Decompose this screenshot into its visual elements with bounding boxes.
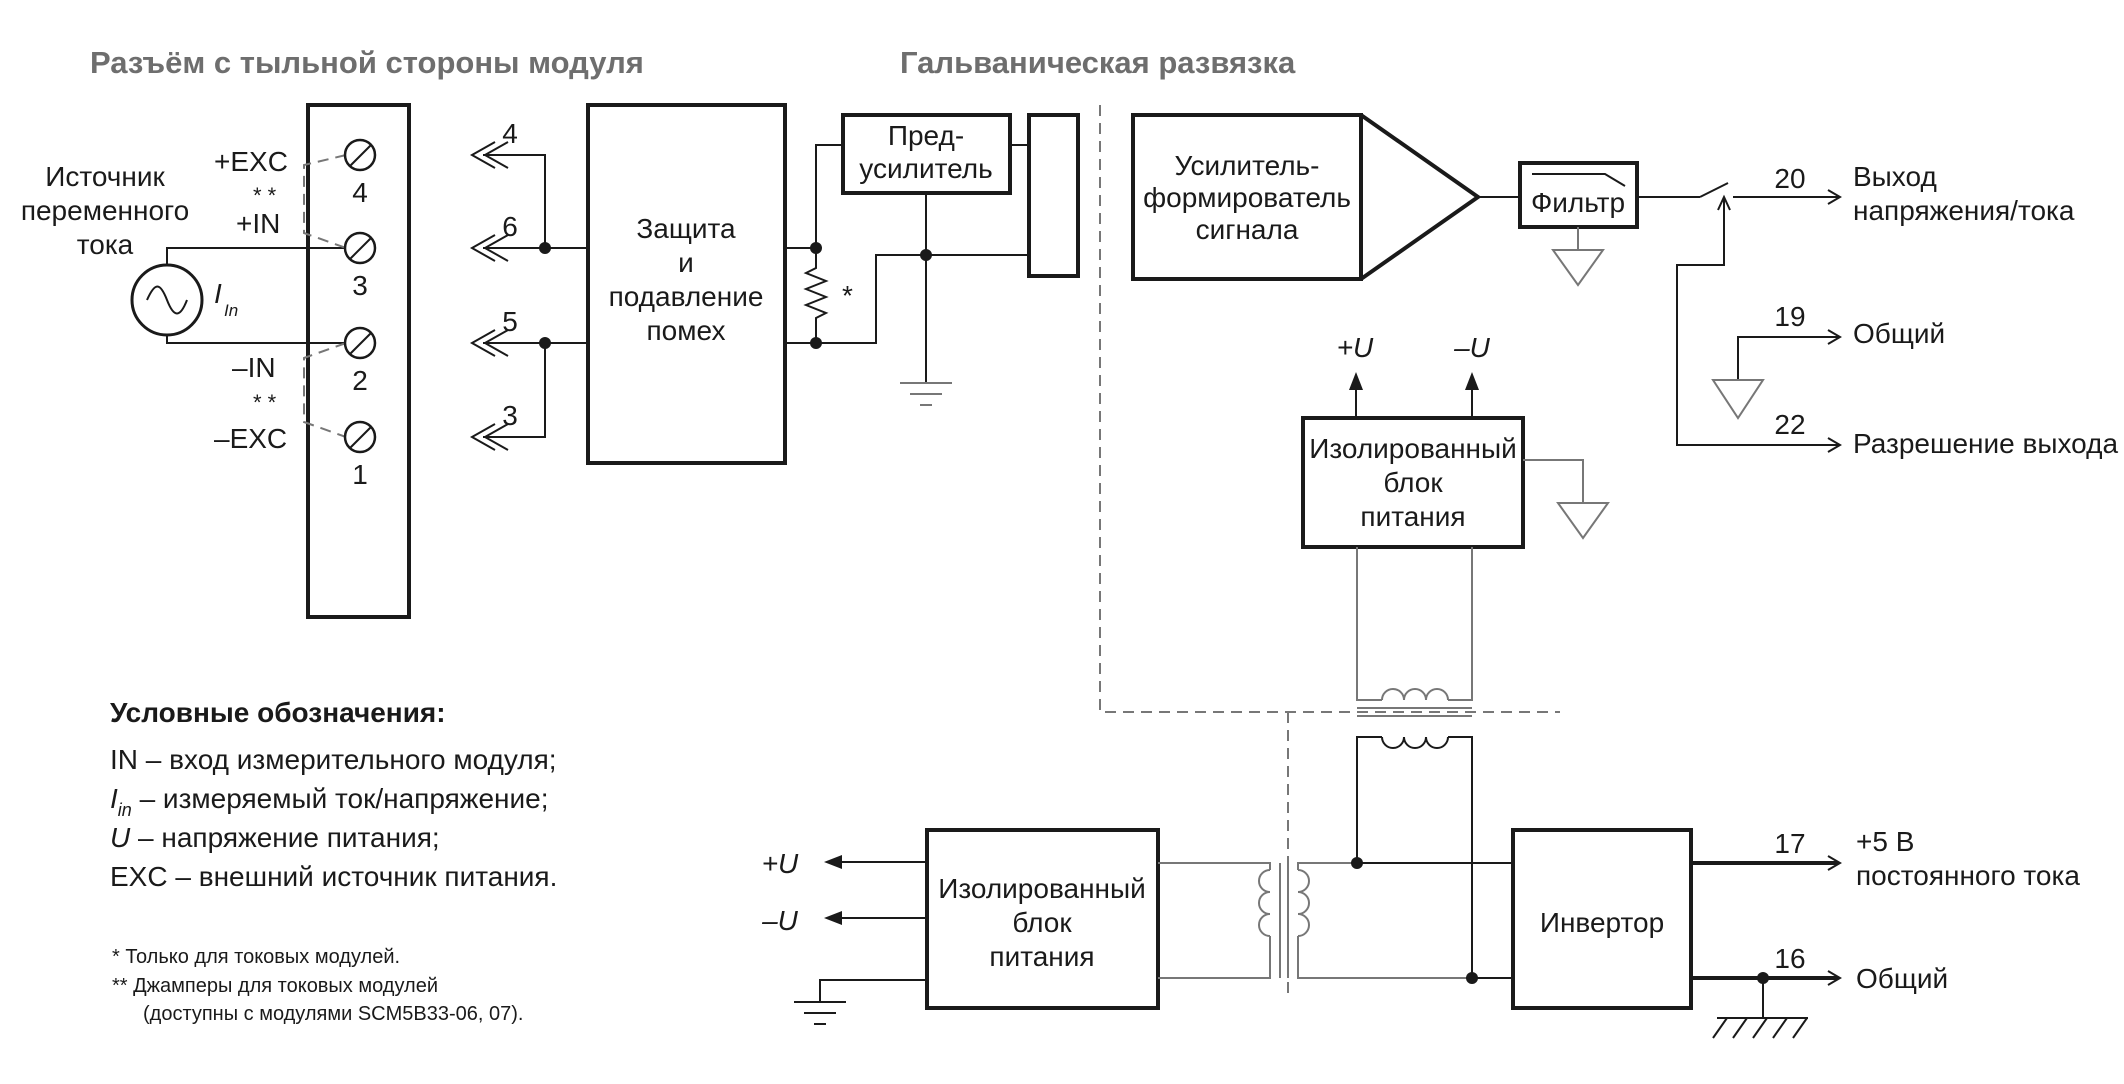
legend-line-1: IN – вход измерительного модуля; (110, 744, 557, 775)
supply-plus-u-bottom: +U (762, 848, 799, 879)
svg-text:20: 20 (1774, 163, 1805, 194)
inverter-block (1511, 828, 1693, 1010)
note-1: * Только для токовых модулей. (112, 946, 400, 968)
note-3: (доступны с модулями SCM5B33-06, 07). (143, 1003, 523, 1025)
ground-icon (1556, 502, 1610, 540)
plug-4: 4 (469, 118, 546, 248)
svg-text:Инвертор: Инвертор (1540, 907, 1664, 938)
svg-text:6: 6 (502, 211, 518, 242)
source-label-1: Источник (45, 161, 165, 192)
output-19-label: Общий (1853, 318, 1945, 349)
label-in-plus: +IN (236, 208, 280, 239)
svg-text:3: 3 (502, 400, 518, 431)
svg-text:помех: помех (647, 315, 726, 346)
svg-text:Фильтр: Фильтр (1531, 187, 1625, 218)
svg-text:Защита: Защита (636, 213, 736, 244)
legend-title: Условные обозначения: (110, 697, 446, 728)
output-20-label-2: напряжения/тока (1853, 195, 2075, 226)
svg-text:3: 3 (352, 270, 368, 301)
header-connector: Разъём с тыльной стороны модуля (90, 45, 644, 80)
sine-icon (146, 285, 188, 315)
jumper-top (303, 154, 347, 249)
label-exc-minus: –EXC (214, 423, 287, 454)
svg-text:усилитель: усилитель (859, 153, 992, 184)
output-switch-icon (1699, 182, 1729, 198)
ground-icon (900, 382, 952, 406)
header-isolation: Гальваническая развязка (900, 45, 1296, 80)
source-label-3: тока (77, 229, 134, 260)
plug-5: 5 (469, 306, 588, 357)
svg-text:формирователь: формирователь (1143, 182, 1351, 213)
terminal-4: 4 (343, 138, 377, 208)
transformer-coil-left (1258, 869, 1271, 937)
svg-text:1: 1 (352, 459, 368, 490)
svg-text:сигнала: сигнала (1196, 214, 1299, 245)
legend-line-3: U – напряжение питания; (110, 822, 440, 853)
svg-text:блок: блок (1012, 907, 1072, 938)
supply-plus-u-top: +U (1337, 332, 1374, 363)
svg-text:Изолированный: Изолированный (1309, 433, 1517, 464)
supply-minus-u-bottom: –U (761, 905, 799, 936)
svg-text:питания: питания (1360, 501, 1465, 532)
terminal-1: 1 (343, 420, 377, 490)
svg-text:Пред-: Пред- (888, 120, 964, 151)
svg-text:19: 19 (1774, 301, 1805, 332)
svg-text:Усилитель-: Усилитель- (1175, 150, 1320, 181)
supply-minus-u-top: –U (1453, 332, 1491, 363)
ground-icon (794, 1001, 846, 1025)
label-in-minus: –IN (232, 352, 276, 383)
legend-line-4: EXC – внешний источник питания. (110, 861, 557, 892)
psu-top-block (1301, 416, 1525, 549)
svg-text:блок: блок (1383, 467, 1443, 498)
svg-text:17: 17 (1774, 828, 1805, 859)
psu-bottom-block (925, 828, 1160, 1010)
terminal-3: 3 (343, 231, 377, 301)
note-2: ** Джамперы для токовых модулей (112, 975, 438, 997)
chassis-ground-icon (1712, 1017, 1808, 1039)
svg-text:и: и (678, 247, 694, 278)
transformer-coil-top (1381, 688, 1449, 701)
ground-icon (1711, 379, 1765, 420)
shaper-block (1131, 113, 1363, 281)
source-current-sub: In (224, 301, 238, 320)
ac-source: Источник переменного тока I In (21, 161, 360, 344)
terminal-2: 2 (343, 326, 377, 396)
jumper-mark-top: * * (253, 183, 277, 208)
transformer-coil-right (1297, 869, 1310, 937)
filter-icon (1532, 173, 1626, 187)
output-17-label-2: постоянного тока (1856, 860, 2080, 891)
label-exc-plus: +EXC (214, 146, 288, 177)
plug-6: 6 (469, 211, 588, 262)
output-22-label: Разрешение выхода (1853, 428, 2118, 459)
svg-text:I: I (214, 278, 222, 309)
plug-3: 3 (469, 343, 546, 451)
output-20-label-1: Выход (1853, 161, 1937, 192)
legend-line-2: Iin – измеряемый ток/напряжение; (110, 783, 549, 820)
svg-text:5: 5 (502, 306, 518, 337)
output-17-label-1: +5 В (1856, 826, 1914, 857)
amplifier-icon (1359, 113, 1482, 281)
svg-text:питания: питания (989, 941, 1094, 972)
svg-text:2: 2 (352, 365, 368, 396)
svg-text:4: 4 (502, 118, 518, 149)
svg-text:16: 16 (1774, 943, 1805, 974)
jumper-bottom (303, 342, 347, 438)
jumper-mark-bottom: * * (253, 390, 277, 415)
output-16-label: Общий (1856, 963, 1948, 994)
resistor (803, 248, 829, 343)
connector-rail (306, 103, 411, 619)
source-current: I (214, 278, 222, 309)
isolation-barrier (1099, 105, 1560, 713)
source-label-2: переменного (21, 195, 189, 226)
isolation-block (1027, 113, 1080, 278)
protection-block (586, 103, 787, 465)
svg-text:Изолированный: Изолированный (938, 873, 1146, 904)
svg-text:подавление: подавление (609, 281, 764, 312)
resistor-note: * (842, 280, 853, 311)
svg-text:22: 22 (1774, 409, 1805, 440)
svg-text:4: 4 (352, 177, 368, 208)
ground-icon (1551, 249, 1605, 287)
transformer-coil-bottom (1381, 736, 1449, 749)
